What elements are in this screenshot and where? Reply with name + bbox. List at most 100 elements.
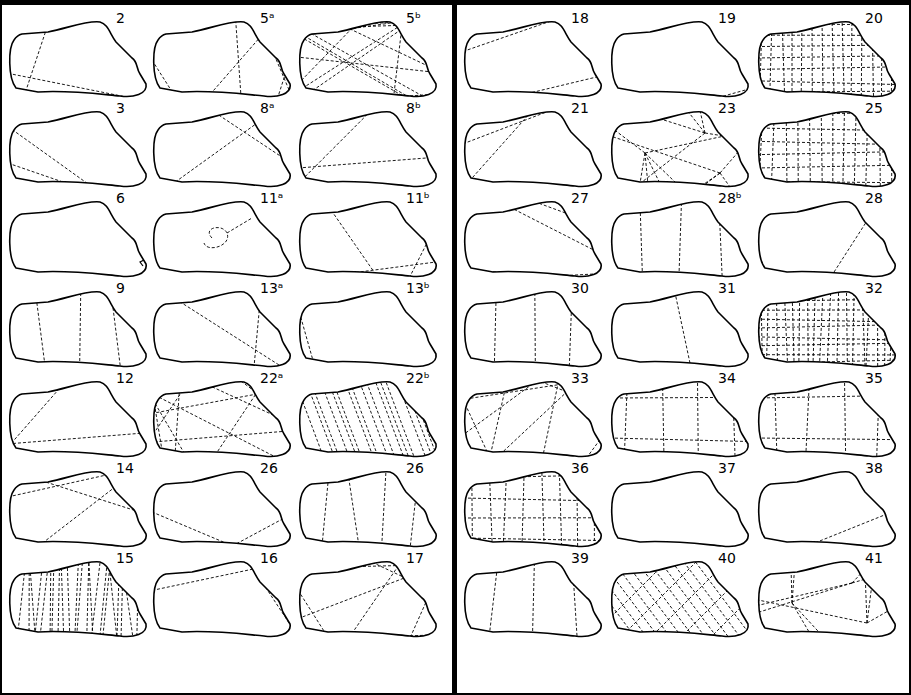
figure-number-box: 26 xyxy=(406,459,424,477)
figure-number: 21 xyxy=(571,100,589,116)
figure-number-box: 36 xyxy=(571,459,589,477)
figure-number: 15 xyxy=(116,550,134,566)
calcaneus-outline xyxy=(549,16,823,273)
figure-number-box: 12 xyxy=(116,369,134,387)
figure-number-box: 33 xyxy=(571,369,589,387)
figure-number: 28 xyxy=(865,190,883,206)
figure-number: 5ᵇ xyxy=(406,10,421,26)
calcaneus-outline xyxy=(298,292,438,368)
calcaneus-outline xyxy=(463,378,603,458)
calcaneus-outline xyxy=(8,468,148,548)
figure-number: 3 xyxy=(116,100,125,116)
calcaneus-outline xyxy=(463,468,603,548)
figure-number-box: 32 xyxy=(865,279,883,297)
calcaneus-outline xyxy=(465,288,601,368)
figure-number: 22ᵃ xyxy=(260,370,283,386)
calcaneus-outline xyxy=(757,108,897,188)
calcaneus-outline xyxy=(612,288,750,368)
calcaneus-outline xyxy=(463,18,603,98)
calcaneus-outline xyxy=(152,378,292,458)
figure-number-box: 13ᵇ xyxy=(406,279,430,297)
figure-number-box: 8ᵃ xyxy=(260,99,274,117)
calcaneus-outline xyxy=(463,108,601,188)
calcaneus-outline xyxy=(294,378,438,458)
figure-number-box: 25 xyxy=(865,99,883,117)
figure-number-box: 28 xyxy=(865,189,883,207)
calcaneus-outline xyxy=(757,378,897,458)
figure-number-box: 17 xyxy=(406,549,424,567)
figure-number: 25 xyxy=(865,100,883,116)
calcaneus-outline xyxy=(757,18,897,98)
calcaneus-outline xyxy=(463,198,603,278)
figure-number-box: 5ᵃ xyxy=(260,9,274,27)
calcaneus-outline xyxy=(8,112,146,188)
figure-number: 28ᵇ xyxy=(718,190,742,206)
figure-number: 23 xyxy=(718,100,736,116)
figure-number: 11ᵇ xyxy=(406,190,430,206)
figure-number: 20 xyxy=(865,10,883,26)
calcaneus-outline xyxy=(152,472,292,548)
figure-number: 34 xyxy=(718,370,736,386)
figure-number-box: 19 xyxy=(718,9,736,27)
figure-number: 27 xyxy=(571,190,589,206)
figure-number: 41 xyxy=(865,550,883,566)
figure-number: 26 xyxy=(406,460,424,476)
panel-divider xyxy=(452,0,457,695)
calcaneus-outline xyxy=(610,378,750,458)
calcaneus-outline xyxy=(735,483,911,695)
figure-number-box: 22ᵇ xyxy=(406,369,430,387)
figure-number: 22ᵇ xyxy=(406,370,430,386)
figure-number-box: 27 xyxy=(571,189,589,207)
figure-number: 12 xyxy=(116,370,134,386)
figure-number-box: 8ᵇ xyxy=(406,99,421,117)
figure-number-box: 31 xyxy=(718,279,736,297)
calcaneus-outline xyxy=(10,202,146,277)
figure-number: 13ᵇ xyxy=(406,280,430,296)
figure-number-box: 11ᵇ xyxy=(406,189,430,207)
figure-number-box: 20 xyxy=(865,9,883,27)
calcaneus-outline xyxy=(298,558,438,638)
figure-number-box: 22ᵃ xyxy=(260,369,283,387)
calcaneus-outline xyxy=(612,198,748,278)
figure-number: 40 xyxy=(718,550,736,566)
calcaneus-outline xyxy=(154,202,290,277)
figure-number-box: 38 xyxy=(865,459,883,477)
calcaneus-outline xyxy=(300,198,438,278)
figure-number-box: 2 xyxy=(116,9,125,27)
figure-number-box: 40 xyxy=(718,549,736,567)
calcaneus-outline xyxy=(610,472,748,548)
figure-number-box: 3 xyxy=(116,99,125,117)
figure-number-box: 26 xyxy=(260,459,278,477)
figure-number: 39 xyxy=(571,550,589,566)
calcaneus-outline xyxy=(152,18,292,98)
figure-number: 14 xyxy=(116,460,134,476)
figure-number: 5ᵃ xyxy=(260,10,274,26)
figure-number-box: 35 xyxy=(865,369,883,387)
calcaneus-outline xyxy=(154,108,292,188)
figure-number: 2 xyxy=(116,10,125,26)
calcaneus-outline xyxy=(757,288,897,368)
figure-number-box: 37 xyxy=(718,459,736,477)
calcaneus-outline xyxy=(152,558,292,637)
figure-number-box: 28ᵇ xyxy=(718,189,742,207)
figure-number-box: 11ᵃ xyxy=(260,189,283,207)
figure-number: 11ᵃ xyxy=(260,190,283,206)
figure-number: 18 xyxy=(571,10,589,26)
figure-number: 6 xyxy=(116,190,125,206)
calcaneus-outline xyxy=(465,558,601,638)
calcaneus-outline xyxy=(298,108,438,187)
figure-number-box: 39 xyxy=(571,549,589,567)
figure-number-box: 34 xyxy=(718,369,736,387)
figure-number: 37 xyxy=(718,460,736,476)
figure-number: 38 xyxy=(865,460,883,476)
figure-number: 26 xyxy=(260,460,278,476)
figure-number: 31 xyxy=(718,280,736,296)
figure-number-box: 21 xyxy=(571,99,589,117)
figure-number: 19 xyxy=(718,10,736,26)
figure-number: 16 xyxy=(260,550,278,566)
figure-number-box: 5ᵇ xyxy=(406,9,421,27)
calcaneus-outline xyxy=(759,198,895,278)
figure-number: 32 xyxy=(865,280,883,296)
